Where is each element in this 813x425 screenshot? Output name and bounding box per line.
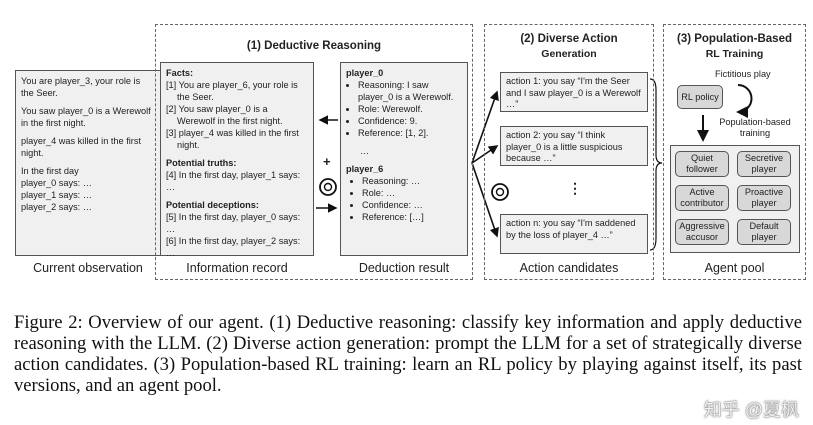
pbt-line: Population-based <box>719 117 791 127</box>
fictitious-play-label: Fictitious play <box>715 69 771 79</box>
deduction-item: Confidence: 9. <box>358 115 462 127</box>
cycle-arrow-icon <box>736 84 753 118</box>
obs-line: You saw player_0 is a Werewolf in the fi… <box>21 106 151 128</box>
deduction-item: Reference: [1, 2]. <box>358 127 462 139</box>
action-candidate-2: action 2: you say “I think player_0 is a… <box>500 126 648 166</box>
section2-subtitle: Generation <box>541 48 597 60</box>
pbt-line: training <box>739 128 771 138</box>
section-deductive-reasoning <box>155 24 473 280</box>
obs-line: player_4 was killed in the first night. <box>21 136 142 158</box>
deduction-item: Confidence: … <box>362 199 462 211</box>
deduction-item: Reasoning: … <box>362 175 462 187</box>
truth: [4] In the first day, player_1 says: … <box>166 170 301 192</box>
ellipsis: … <box>360 146 370 156</box>
section1-title: (1) Deductive Reasoning <box>246 40 382 52</box>
deduction-item: Reasoning: I saw player_0 is a Werewolf. <box>358 79 462 103</box>
information-record-box: Facts: [1] You are player_6, your role i… <box>160 62 314 258</box>
section3-title: (3) Population-Based <box>676 33 792 45</box>
obs-line: player_1 says: … <box>21 190 92 200</box>
section-rl-training <box>663 24 806 280</box>
observation-box: You are player_3, your role is the Seer.… <box>15 70 161 256</box>
player-0-heading: player_0 <box>346 68 384 78</box>
truths-heading: Potential truths: <box>166 158 237 168</box>
pool-agent: Aggressive accusor <box>675 219 729 245</box>
section3-subtitle: RL Training <box>705 48 764 60</box>
deception: [6] In the first day, player_2 says: … <box>166 236 301 258</box>
player-6-heading: player_6 <box>346 164 384 174</box>
pool-agent: Active contributor <box>675 185 729 211</box>
deceptions-heading: Potential deceptions: <box>166 200 259 210</box>
pool-agent: Quiet follower <box>675 151 729 177</box>
obs-line: player_0 says: … <box>21 178 92 188</box>
obs-line: In the first day <box>21 166 79 176</box>
actions-label: Action candidates <box>519 261 619 275</box>
deduction-item: Reference: […] <box>362 211 462 223</box>
player-6-list: Reasoning: … Role: … Confidence: … Refer… <box>346 175 462 223</box>
llm-logo-icon <box>319 178 337 196</box>
action-candidate-n: action n: you say “I'm saddened by the l… <box>500 214 648 254</box>
section2-title: (2) Diverse Action <box>520 33 618 45</box>
fact: [1] You are player_6, your role is the S… <box>166 80 298 102</box>
obs-line: You are player_3, your role is the Seer. <box>21 76 141 98</box>
deduction-item: Role: Werewolf. <box>358 103 462 115</box>
vertical-ellipsis: ⋮ <box>568 180 582 196</box>
deduction-label: Deduction result <box>358 261 450 275</box>
player-0-list: Reasoning: I saw player_0 is a Werewolf.… <box>346 79 462 139</box>
observation-label: Current observation <box>33 261 143 275</box>
section-diverse-action <box>484 24 654 280</box>
llm-logo-icon <box>491 183 509 201</box>
fact: [3] player_4 was killed in the first nig… <box>166 128 299 150</box>
plus-sign: + <box>323 154 331 169</box>
pool-agent: Default player <box>737 219 791 245</box>
pool-agent: Proactive player <box>737 185 791 211</box>
rl-policy-box: RL policy <box>677 85 723 109</box>
facts-heading: Facts: <box>166 68 194 78</box>
watermark: 知乎 @夏枫 <box>703 400 799 420</box>
action-candidate-1: action 1: you say “I'm the Seer and I sa… <box>500 72 648 112</box>
figure-caption: Figure 2: Overview of our agent. (1) Ded… <box>14 312 802 396</box>
brace <box>649 78 663 251</box>
agent-pool-label: Agent pool <box>704 261 765 275</box>
obs-line: player_2 says: … <box>21 202 92 212</box>
record-label: Information record <box>186 261 288 275</box>
pool-agent: Secretive player <box>737 151 791 177</box>
deception: [5] In the first day, player_0 says: … <box>166 212 301 234</box>
fact: [2] You saw player_0 is a Werewolf in th… <box>166 104 283 126</box>
deduction-item: Role: … <box>362 187 462 199</box>
deduction-result-box: player_0 Reasoning: I saw player_0 is a … <box>340 62 468 256</box>
